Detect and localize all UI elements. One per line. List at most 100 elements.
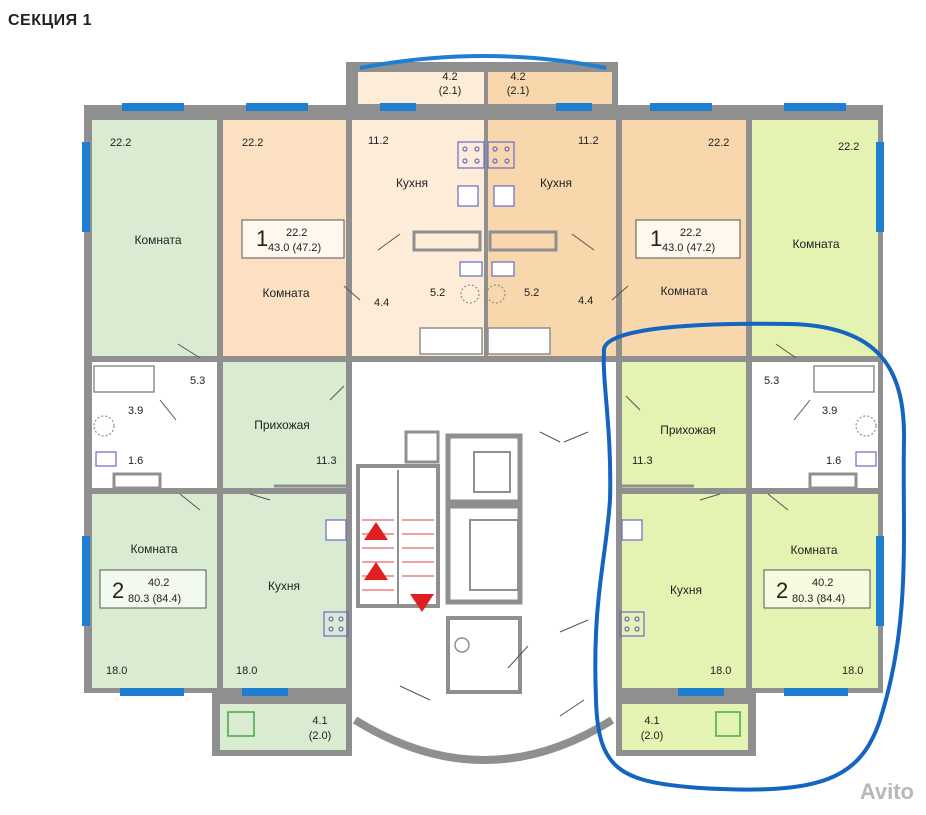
area-label: 18.0 bbox=[236, 665, 257, 677]
sink-icon bbox=[95, 185, 877, 541]
area-label: 4.4 bbox=[578, 295, 593, 307]
wall-stub bbox=[726, 488, 766, 494]
utility-room bbox=[446, 616, 522, 694]
area-label: 5.2 bbox=[524, 287, 539, 299]
apartment-total: 80.3 (84.4) bbox=[128, 593, 181, 605]
apartment-rooms: 2 bbox=[776, 578, 788, 603]
balcony-top-right bbox=[488, 72, 612, 104]
room-name: Комната bbox=[793, 237, 840, 251]
entrance-curve bbox=[352, 716, 615, 764]
balcony-top-left bbox=[358, 72, 484, 104]
section-title: СЕКЦИЯ 1 bbox=[8, 12, 93, 29]
area-label: 11.3 bbox=[316, 455, 337, 467]
apartment-total: 43.0 (47.2) bbox=[662, 242, 715, 254]
apartment-living: 40.2 bbox=[148, 577, 169, 589]
apartment-total: 43.0 (47.2) bbox=[268, 242, 321, 254]
bathtub-icon bbox=[93, 327, 875, 393]
room-name: Прихожая bbox=[660, 423, 716, 437]
kitchen-right-top bbox=[488, 120, 616, 356]
room-name: Комната bbox=[131, 542, 178, 556]
wall-stub bbox=[206, 488, 246, 494]
room-name: Комната bbox=[135, 233, 182, 247]
area-label: 3.9 bbox=[128, 405, 143, 417]
toilet-icon bbox=[93, 284, 877, 437]
drain-icon bbox=[454, 637, 470, 653]
room-left-top bbox=[92, 120, 217, 356]
apartment-rooms: 1 bbox=[650, 226, 662, 251]
arrow-up-icon bbox=[364, 562, 388, 580]
area-label: 3.9 bbox=[822, 405, 837, 417]
balcony-bottom-left bbox=[220, 704, 346, 750]
balcony-area: 4.1 bbox=[644, 715, 659, 727]
apartment-living: 22.2 bbox=[680, 227, 701, 239]
stove-icon bbox=[619, 611, 645, 637]
room-name: Кухня bbox=[396, 176, 428, 190]
balcony-area: 4.1 bbox=[312, 715, 327, 727]
highlight-outline bbox=[593, 321, 907, 792]
shelf-unit bbox=[112, 230, 858, 490]
apartment-rooms: 1 bbox=[256, 226, 268, 251]
area-label: 4.4 bbox=[374, 297, 389, 309]
balcony-area: 4.2 bbox=[510, 71, 525, 83]
room-right-top bbox=[752, 120, 878, 356]
room-name: Прихожая bbox=[254, 418, 310, 432]
window bbox=[120, 688, 848, 696]
area-label: 18.0 bbox=[106, 665, 127, 677]
area-label: 18.0 bbox=[710, 665, 731, 677]
plant-box-left bbox=[227, 711, 255, 737]
wall-stub bbox=[208, 356, 238, 362]
area-label: 11.2 bbox=[578, 135, 599, 147]
door-swing bbox=[159, 233, 811, 717]
area-label: 22.2 bbox=[708, 137, 729, 149]
room-name: Комната bbox=[791, 543, 838, 557]
balcony-area-net: (2.1) bbox=[507, 85, 530, 97]
elevator-shaft-2 bbox=[445, 503, 523, 605]
plant-box-right bbox=[715, 711, 741, 737]
apartment-living: 40.2 bbox=[812, 577, 833, 589]
apartment-rooms: 2 bbox=[112, 578, 124, 603]
room-name: Кухня bbox=[670, 583, 702, 597]
room-name: Кухня bbox=[268, 579, 300, 593]
area-label: 1.6 bbox=[128, 455, 143, 467]
area-label: 11.3 bbox=[632, 455, 653, 467]
area-label: 22.2 bbox=[838, 141, 859, 153]
area-label: 1.6 bbox=[826, 455, 841, 467]
hall-right bbox=[622, 362, 746, 488]
room-name: Комната bbox=[263, 286, 310, 300]
arrow-down-icon bbox=[410, 594, 434, 612]
kitchen-right-bottom bbox=[622, 494, 746, 688]
entrance-area bbox=[352, 690, 616, 760]
elevator-cabin-2 bbox=[469, 519, 519, 591]
room-name: Комната bbox=[661, 284, 708, 298]
garbage-chute bbox=[404, 430, 440, 464]
window bbox=[122, 103, 846, 111]
room-name: Кухня bbox=[540, 176, 572, 190]
apartment-box bbox=[99, 219, 871, 609]
area-labels: 22.2 22.2 11.2 11.2 22.2 22.2 4.4 5.2 5.… bbox=[106, 135, 863, 677]
balcony-bottom-right bbox=[622, 704, 748, 750]
area-label: 22.2 bbox=[242, 137, 263, 149]
area-label: 18.0 bbox=[842, 665, 863, 677]
kitchen-left-top bbox=[352, 120, 484, 356]
elevator-cabin-1 bbox=[473, 451, 511, 493]
area-label: 11.2 bbox=[368, 135, 389, 147]
apartment-living: 22.2 bbox=[286, 227, 307, 239]
balcony-area-net: (2.0) bbox=[641, 730, 664, 742]
area-label: 5.2 bbox=[430, 287, 445, 299]
stove-icon bbox=[323, 611, 349, 637]
apartment-total: 80.3 (84.4) bbox=[792, 593, 845, 605]
stove-icon bbox=[457, 141, 485, 169]
area-label: 5.3 bbox=[764, 375, 779, 387]
wall-stub bbox=[730, 356, 760, 362]
balcony-curved-window bbox=[359, 54, 607, 70]
balcony-area-net: (2.1) bbox=[439, 85, 462, 97]
hall-left bbox=[223, 362, 346, 488]
area-label: 5.3 bbox=[190, 375, 205, 387]
balcony-area-net: (2.0) bbox=[309, 730, 332, 742]
area-label: 22.2 bbox=[110, 137, 131, 149]
stove-icon bbox=[487, 141, 515, 169]
balcony-area: 4.2 bbox=[442, 71, 457, 83]
avito-watermark: Avito bbox=[859, 779, 914, 804]
arrow-up-icon bbox=[364, 522, 388, 540]
